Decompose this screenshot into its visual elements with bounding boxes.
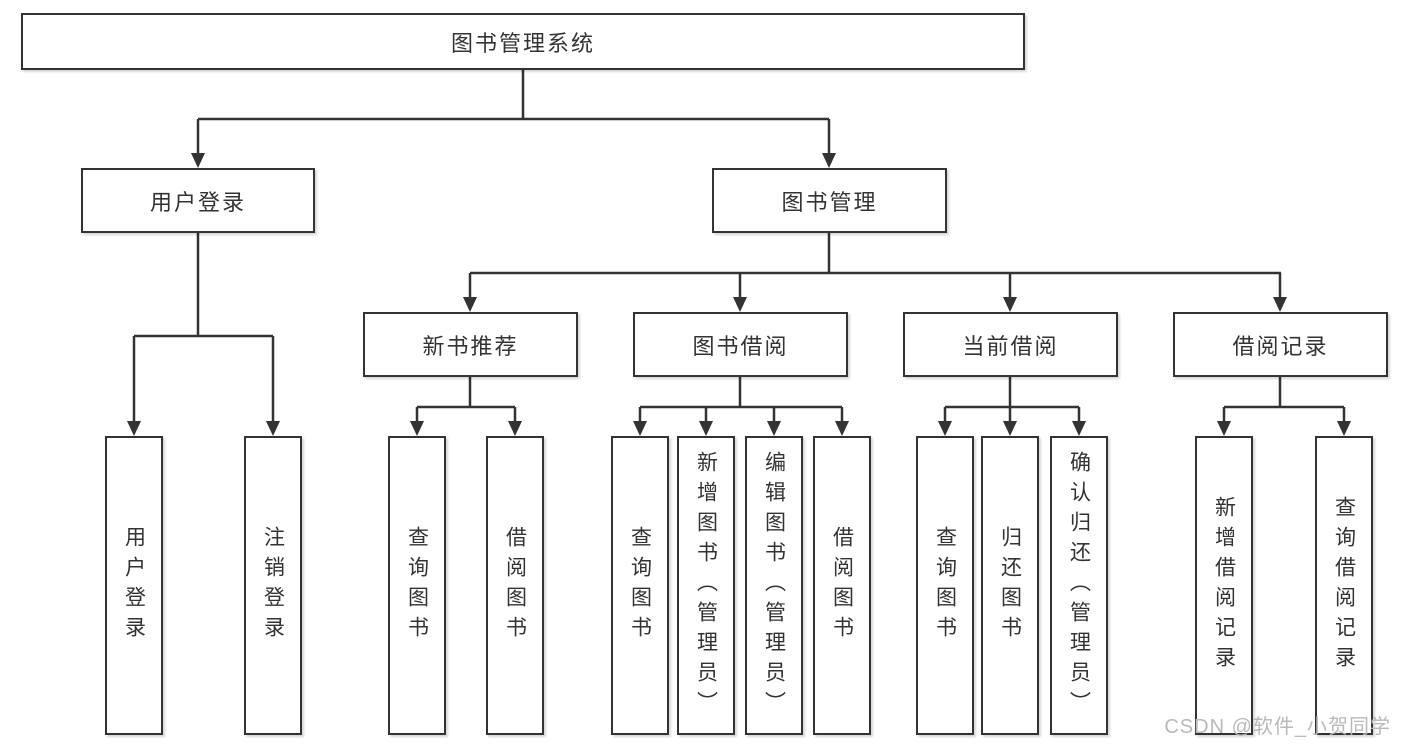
leaf-borrow-edit-books-admin-label: 编辑图书（管理员） — [762, 450, 786, 721]
node-book-management-label: 图书管理 — [781, 189, 878, 215]
node-book-borrow: 图书借阅 — [633, 312, 848, 377]
leaf-current-confirm-return-admin-label: 确认归还（管理员） — [1067, 450, 1091, 721]
leaf-new-book-borrow-books: 借阅图书 — [486, 436, 544, 735]
leaf-current-confirm-return-admin: 确认归还（管理员） — [1050, 436, 1108, 735]
arrowhead-icons — [127, 153, 1351, 436]
node-current-borrow-label: 当前借阅 — [962, 333, 1059, 359]
node-new-book-recommend-label: 新书推荐 — [422, 333, 519, 359]
node-user-login: 用户登录 — [81, 168, 315, 233]
csdn-watermark: CSDN @软件_小贺同学 — [1164, 716, 1391, 738]
leaf-borrow-edit-books-admin: 编辑图书（管理员） — [745, 436, 803, 735]
leaf-borrow-borrow-books-label: 借阅图书 — [830, 525, 854, 646]
leaf-new-book-query-books: 查询图书 — [388, 436, 446, 735]
leaf-borrow-borrow-books: 借阅图书 — [813, 436, 871, 735]
leaf-current-query-books: 查询图书 — [916, 436, 974, 735]
leaf-record-query-borrow-record: 查询借阅记录 — [1315, 436, 1373, 735]
leaf-current-return-books: 归还图书 — [981, 436, 1039, 735]
leaf-borrow-add-books-admin: 新增图书（管理员） — [677, 436, 735, 735]
node-book-management: 图书管理 — [712, 168, 947, 233]
leaf-current-return-books-label: 归还图书 — [998, 525, 1022, 646]
leaf-new-book-borrow-books-label: 借阅图书 — [503, 525, 527, 646]
node-library-system-label: 图书管理系统 — [450, 30, 595, 56]
node-user-login-label: 用户登录 — [149, 189, 246, 215]
leaf-user-login-label: 用户登录 — [122, 525, 146, 646]
leaf-new-book-query-books-label: 查询图书 — [405, 525, 429, 646]
node-library-system: 图书管理系统 — [21, 13, 1025, 70]
leaf-logout-login: 注销登录 — [244, 436, 302, 735]
leaf-current-query-books-label: 查询图书 — [933, 525, 957, 646]
leaf-user-login: 用户登录 — [105, 436, 163, 735]
node-current-borrow: 当前借阅 — [903, 312, 1118, 377]
leaf-record-add-borrow-record-label: 新增借阅记录 — [1212, 495, 1236, 676]
leaf-borrow-query-books: 查询图书 — [611, 436, 669, 735]
leaf-borrow-add-books-admin-label: 新增图书（管理员） — [694, 450, 718, 721]
node-book-borrow-label: 图书借阅 — [692, 333, 789, 359]
node-new-book-recommend: 新书推荐 — [363, 312, 578, 377]
leaf-logout-login-label: 注销登录 — [261, 525, 285, 646]
leaf-record-query-borrow-record-label: 查询借阅记录 — [1332, 495, 1356, 676]
node-borrow-records: 借阅记录 — [1173, 312, 1388, 377]
leaf-record-add-borrow-record: 新增借阅记录 — [1195, 436, 1253, 735]
node-borrow-records-label: 借阅记录 — [1232, 333, 1329, 359]
leaf-borrow-query-books-label: 查询图书 — [628, 525, 652, 646]
